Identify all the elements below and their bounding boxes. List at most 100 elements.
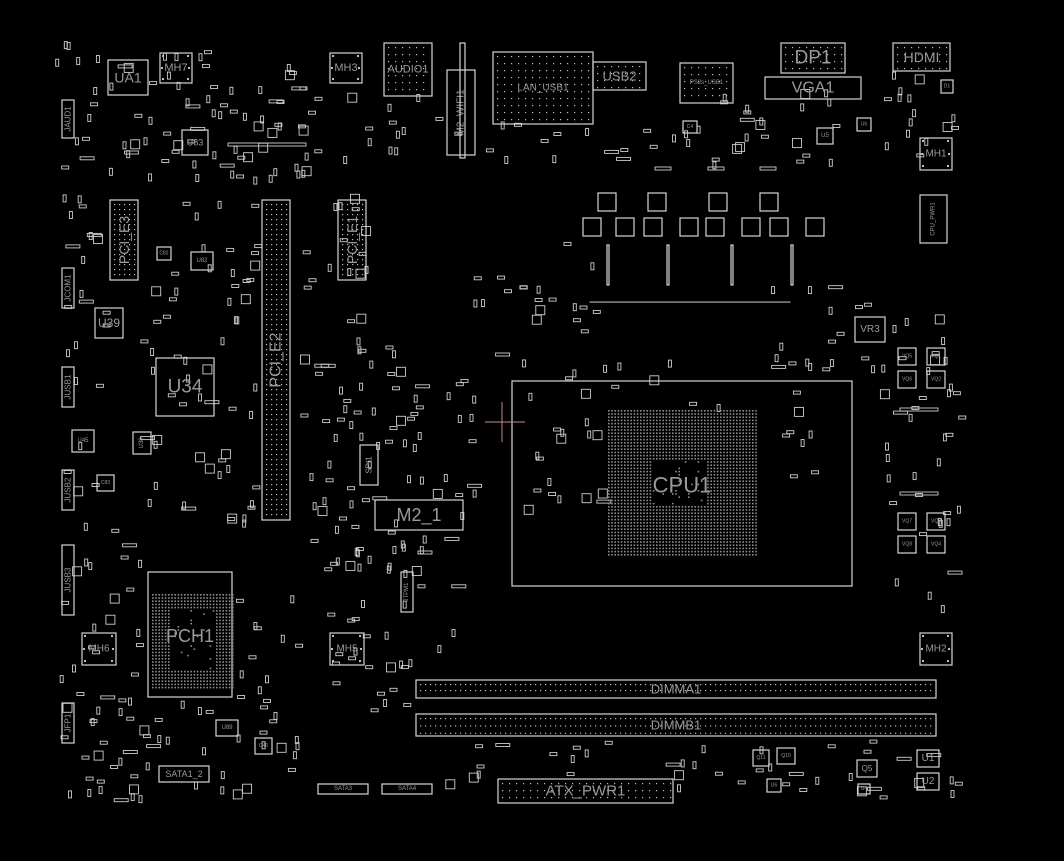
component-vq6[interactable]: VQ6 [898, 371, 916, 388]
component-cpu-pwr1[interactable]: CPU_PWR1 [920, 195, 947, 243]
pin [865, 725, 866, 726]
component-vr3[interactable]: VR3 [855, 317, 885, 342]
component-dp1[interactable]: DP1 [781, 43, 845, 73]
component-q10[interactable]: Q10 [777, 748, 795, 764]
component-sata1-2[interactable]: SATA1_2 [159, 766, 209, 782]
component-vq1[interactable]: VQ1 [927, 348, 945, 365]
ball [730, 455, 732, 457]
smd-pad [397, 367, 406, 376]
component-u89[interactable]: U89 [216, 720, 238, 736]
component-ps2s-usb1[interactable]: PS2s_USB1 [680, 63, 733, 103]
component-pci-e3[interactable]: PCI_E3 [110, 200, 138, 280]
component-c82[interactable]: C82 [157, 247, 171, 260]
component-u5[interactable]: U5 [817, 128, 833, 144]
component-u45[interactable]: U45 [72, 430, 94, 452]
component-u6b[interactable]: U6 [767, 779, 781, 792]
smd-pad [89, 563, 92, 570]
component-audio1[interactable]: AUDIO1 [384, 43, 432, 96]
component-q11[interactable]: Q11 [753, 750, 769, 766]
ball [216, 613, 218, 615]
component-u39[interactable]: U39 [95, 308, 123, 338]
pin [504, 91, 505, 92]
component-pci-e1[interactable]: PCI_E1 [338, 200, 366, 280]
ball [165, 607, 167, 609]
component-sata4[interactable]: SATA4 [382, 784, 432, 794]
component-c40[interactable]: C40 [255, 738, 272, 754]
component-jaud1[interactable]: JAUD1 [62, 100, 74, 138]
ball [714, 554, 716, 556]
component-u6[interactable]: U6 [857, 118, 871, 131]
component-pch1[interactable]: PCH1 [148, 572, 234, 697]
ball [698, 461, 700, 463]
ball [688, 432, 690, 434]
smd-pad [79, 300, 93, 303]
ball [656, 516, 658, 518]
smd-pad [88, 790, 91, 797]
pin [525, 77, 526, 78]
ball [669, 452, 671, 454]
ball [752, 436, 754, 438]
smd-pad [418, 585, 425, 588]
ball [691, 512, 693, 514]
pin [785, 61, 786, 62]
pin [518, 119, 519, 120]
component-mh6[interactable]: MH6 [82, 633, 116, 665]
ball [704, 426, 706, 428]
component-c83[interactable]: C83 [97, 475, 114, 491]
component-u1[interactable]: U1 [917, 750, 939, 767]
component-cpu1[interactable]: CPU1 [512, 381, 852, 586]
component-dimma1[interactable]: DIMMA1 [416, 680, 936, 698]
ball [158, 597, 160, 599]
component-usb2[interactable]: USB2 [593, 62, 646, 90]
ball [666, 528, 668, 530]
component-m2-wifi1[interactable]: M2_WIFI1 [447, 70, 475, 155]
component-jusb1[interactable]: JUSB1 [62, 367, 74, 407]
component-u83[interactable]: U83 [182, 130, 208, 155]
component-vq4[interactable]: VQ4 [927, 536, 945, 553]
component-vq7[interactable]: VQ7 [898, 513, 916, 530]
ball [730, 429, 732, 431]
component-sata3[interactable]: SATA3 [318, 784, 368, 794]
ball [678, 506, 680, 508]
component-spi1[interactable]: SPI1 [360, 445, 378, 485]
ball [752, 464, 754, 466]
component-mh3[interactable]: MH3 [330, 53, 362, 83]
component-pci-e2[interactable]: PCI_E2 [262, 200, 290, 520]
ball [707, 426, 709, 428]
ball [678, 525, 680, 527]
pin [362, 244, 363, 245]
component-mh2[interactable]: MH2 [920, 633, 952, 665]
ball [694, 551, 696, 553]
pin [715, 690, 716, 691]
ball [672, 503, 674, 505]
component-mh7[interactable]: MH7 [160, 53, 192, 83]
component-u4[interactable]: U4 [858, 784, 870, 794]
pin [276, 224, 277, 225]
component-jcom1[interactable]: JCOM1 [62, 268, 74, 308]
component-u82[interactable]: U82 [191, 252, 213, 270]
ball [165, 600, 167, 602]
component-d1[interactable]: D1 [941, 80, 953, 93]
ball [733, 500, 735, 502]
component-dimmb1[interactable]: DIMMB1 [416, 714, 936, 736]
ball [194, 648, 196, 650]
ball [646, 448, 648, 450]
component-hdmi[interactable]: HDMI [893, 43, 950, 71]
ball [710, 522, 712, 524]
component-q5[interactable]: Q5 [857, 760, 877, 777]
component-u38[interactable]: U38 [133, 432, 151, 454]
component-mh5[interactable]: MH5 [330, 633, 364, 665]
ball [739, 471, 741, 473]
pin [630, 733, 631, 734]
smd-pad [198, 708, 201, 715]
component-u34[interactable]: U34 [156, 358, 214, 416]
component-atx-pwr1[interactable]: ATX_PWR1 [498, 779, 673, 803]
component-vga1[interactable]: VGA1 [765, 77, 861, 99]
pin [134, 234, 135, 235]
component-lan-usb1[interactable]: LAN_USB1 [493, 52, 593, 124]
ball [730, 416, 732, 418]
component-jusb2[interactable]: JUSB2 [62, 470, 74, 510]
component-vq8[interactable]: VQ8 [898, 536, 916, 553]
component-m2-1[interactable]: M2_1 [375, 500, 463, 530]
